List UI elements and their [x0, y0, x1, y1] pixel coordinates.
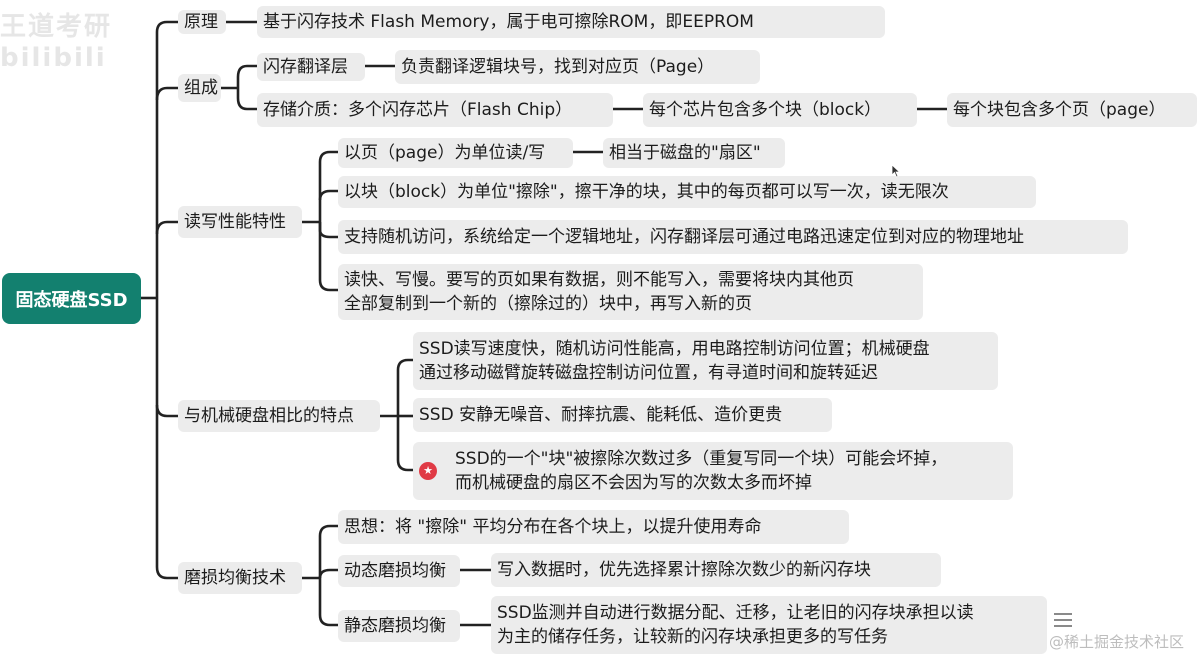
composition-medium-text: 存储介质：多个闪存芯片（Flash Chip）	[263, 100, 573, 120]
branch-rw-label: 读写性能特性	[184, 212, 286, 232]
compare-wear[interactable]: ★ SSD的一个"块"被擦除次数过多（重复写同一个块）可能会坏掉， 而机械硬盘的扇…	[413, 442, 1013, 500]
menu-icon[interactable]	[1054, 613, 1072, 631]
principle-detail[interactable]: 基于闪存技术 Flash Memory，属于电可擦除ROM，即EEPROM	[257, 6, 885, 38]
composition-medium-block-text: 每个芯片包含多个块（block）	[649, 100, 882, 120]
wear-static-text: 静态磨损均衡	[344, 616, 446, 636]
composition-ftl[interactable]: 闪存翻译层	[257, 53, 365, 81]
wear-static[interactable]: 静态磨损均衡	[338, 610, 460, 642]
wear-dynamic-desc[interactable]: 写入数据时，优先选择累计擦除次数少的新闪存块	[491, 553, 941, 587]
wear-dynamic[interactable]: 动态磨损均衡	[338, 555, 460, 587]
rw-block-erase-text: 以块（block）为单位"擦除"，擦干净的块，其中的每页都可以写一次，读无限次	[344, 182, 949, 202]
branch-principle[interactable]: 原理	[178, 10, 226, 34]
wear-dynamic-text: 动态磨损均衡	[344, 561, 446, 581]
wear-dynamic-desc-text: 写入数据时，优先选择累计擦除次数少的新闪存块	[497, 560, 871, 580]
branch-wear-level[interactable]: 磨损均衡技术	[178, 562, 302, 594]
rw-page-unit[interactable]: 以页（page）为单位读/写	[338, 138, 573, 168]
rw-random-text: 支持随机访问，系统给定一个逻辑地址，闪存翻译层可通过电路迅速定位到对应的物理地址	[344, 227, 1024, 247]
compare-quiet-text: SSD 安静无噪音、耐摔抗震、能耗低、造价更贵	[419, 405, 783, 425]
branch-compare-label: 与机械硬盘相比的特点	[184, 406, 354, 426]
wear-static-desc-text: SSD监测并自动进行数据分配、迁移，让老旧的闪存块承担以读 为主的储存任务，让较…	[497, 603, 974, 647]
watermark-left: 王道考研 bilibili	[0, 12, 113, 73]
composition-medium-page[interactable]: 每个块包含多个页（page）	[947, 93, 1197, 127]
wear-idea-text: 思想：将 "擦除" 平均分布在各个块上，以提升使用寿命	[344, 517, 762, 537]
branch-principle-label: 原理	[184, 12, 218, 32]
wear-static-desc[interactable]: SSD监测并自动进行数据分配、迁移，让老旧的闪存块承担以读 为主的储存任务，让较…	[491, 596, 1047, 654]
composition-medium[interactable]: 存储介质：多个闪存芯片（Flash Chip）	[257, 93, 613, 127]
root-node[interactable]: 固态硬盘SSD	[2, 273, 141, 324]
compare-quiet[interactable]: SSD 安静无噪音、耐摔抗震、能耗低、造价更贵	[413, 398, 832, 432]
rw-fastslow[interactable]: 读快、写慢。要写的页如果有数据，则不能写入，需要将块内其他页 全部复制到一个新的…	[338, 264, 923, 320]
composition-ftl-desc[interactable]: 负责翻译逻辑块号，找到对应页（Page）	[395, 50, 760, 84]
compare-speed-text: SSD读写速度快，随机访问性能高，用电路控制访问位置；机械硬盘 通过移动磁臂旋转…	[419, 339, 930, 383]
watermark-right: @稀土掘金技术社区	[1048, 633, 1184, 651]
rw-page-sector[interactable]: 相当于磁盘的"扇区"	[603, 138, 785, 168]
rw-random[interactable]: 支持随机访问，系统给定一个逻辑地址，闪存翻译层可通过电路迅速定位到对应的物理地址	[338, 220, 1128, 254]
compare-speed[interactable]: SSD读写速度快，随机访问性能高，用电路控制访问位置；机械硬盘 通过移动磁臂旋转…	[413, 332, 998, 390]
branch-wear-level-label: 磨损均衡技术	[184, 568, 286, 588]
principle-detail-text: 基于闪存技术 Flash Memory，属于电可擦除ROM，即EEPROM	[263, 12, 754, 32]
composition-medium-page-text: 每个块包含多个页（page）	[953, 100, 1166, 120]
compare-wear-text: SSD的一个"块"被擦除次数过多（重复写同一个块）可能会坏掉， 而机械硬盘的扇区…	[455, 449, 948, 493]
branch-composition-label: 组成	[184, 78, 218, 98]
branch-rw[interactable]: 读写性能特性	[178, 206, 302, 238]
rw-fastslow-text: 读快、写慢。要写的页如果有数据，则不能写入，需要将块内其他页 全部复制到一个新的…	[344, 270, 854, 314]
star-icon: ★	[419, 462, 437, 480]
mouse-cursor-icon	[891, 164, 901, 178]
composition-medium-block[interactable]: 每个芯片包含多个块（block）	[643, 93, 917, 127]
branch-compare[interactable]: 与机械硬盘相比的特点	[178, 400, 380, 432]
rw-block-erase[interactable]: 以块（block）为单位"擦除"，擦干净的块，其中的每页都可以写一次，读无限次	[338, 176, 1036, 208]
rw-page-sector-text: 相当于磁盘的"扇区"	[609, 143, 761, 163]
rw-page-unit-text: 以页（page）为单位读/写	[344, 143, 546, 163]
branch-composition[interactable]: 组成	[178, 74, 221, 102]
composition-ftl-desc-text: 负责翻译逻辑块号，找到对应页（Page）	[401, 57, 715, 77]
composition-ftl-text: 闪存翻译层	[263, 57, 348, 77]
wear-idea[interactable]: 思想：将 "擦除" 平均分布在各个块上，以提升使用寿命	[338, 510, 849, 544]
